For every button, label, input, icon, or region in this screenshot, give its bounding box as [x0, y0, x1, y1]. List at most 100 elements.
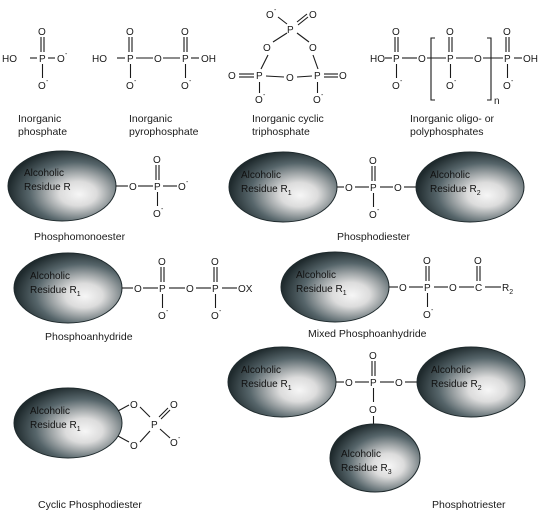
atom-p: P: [287, 25, 294, 36]
charge: -: [263, 92, 266, 99]
atom-o: O: [158, 311, 166, 322]
charge: -: [189, 78, 192, 85]
charge: -: [46, 78, 49, 85]
blob-line: Alcoholic: [431, 365, 471, 376]
blob-line: Alcoholic: [341, 449, 381, 460]
label-mixed-phosphoanhydride: Mixed Phosphoanhydride: [308, 328, 427, 340]
atom-o: O: [392, 27, 400, 38]
atom-o: O: [130, 400, 138, 411]
atom-ho: HO: [92, 54, 107, 65]
atom-p: P: [212, 284, 219, 295]
atom-o: O: [153, 209, 161, 220]
atom-o: O: [474, 54, 482, 65]
atom-p: P: [39, 54, 46, 65]
charge: -: [166, 308, 169, 315]
atom-o: O: [369, 351, 377, 362]
atom-o: O: [345, 183, 353, 194]
label-polyphosphates: Inorganic oligo- or: [410, 113, 495, 125]
atom-o: O: [38, 81, 46, 92]
charge: -: [65, 51, 68, 58]
atom-p: P: [447, 54, 454, 65]
charge: -: [161, 206, 164, 213]
inorganic-cyclic-triphosphate-structure: O - P O O O P O P O O O - O -: [228, 7, 347, 106]
atom-o: O: [309, 10, 317, 21]
atom-o: O: [395, 378, 403, 389]
atom-o: O: [255, 95, 263, 106]
atom-oh: OH: [523, 54, 538, 65]
atom-o: O: [57, 54, 65, 65]
r2-group: R2: [502, 283, 513, 296]
atom-ho: HO: [2, 54, 17, 65]
bracket-right: [487, 37, 492, 101]
alcoholic-residue-blob: [329, 423, 421, 493]
atom-o: O: [399, 283, 407, 294]
atom-o: O: [130, 441, 138, 452]
atom-o: O: [211, 257, 219, 268]
atom-p: P: [504, 54, 511, 65]
atom-o: O: [392, 81, 400, 92]
blob-line: Alcoholic: [430, 170, 470, 181]
atom-o: O: [170, 438, 178, 449]
label-cyclic-phosphodiester: Cyclic Phosphodiester: [38, 499, 142, 511]
atom-o: O: [186, 284, 194, 295]
blob-residue-label: Residue R1: [30, 285, 81, 298]
atom-o: O: [158, 257, 166, 268]
label-phosphoanhydride: Phosphoanhydride: [45, 331, 133, 343]
atom-o: O: [211, 311, 219, 322]
inorganic-phosphate-structure: HO P O O - O -: [2, 27, 68, 92]
atom-o: O: [345, 378, 353, 389]
charge: -: [134, 78, 137, 85]
cyclic-phosphodiester-structure: Alcoholic Residue R1 O O P O O -: [13, 387, 181, 459]
atom-p: P: [154, 182, 161, 193]
blob-residue-label: Residue R1: [241, 379, 292, 392]
atom-o: O: [309, 43, 317, 54]
blob-line: Alcoholic: [30, 406, 70, 417]
atom-p: P: [393, 54, 400, 65]
charge: -: [321, 92, 324, 99]
atom-p: P: [182, 54, 189, 65]
atom-o: O: [126, 81, 134, 92]
atom-p: P: [370, 378, 377, 389]
atom-o: O: [181, 27, 189, 38]
label-inorganic-cyclic-triphosphate: Inorganic cyclic: [252, 113, 324, 125]
label-inorganic-cyclic-triphosphate: triphosphate: [252, 126, 310, 138]
atom-o: O: [449, 283, 457, 294]
atom-p: P: [151, 420, 158, 431]
atom-o: O: [423, 256, 431, 267]
phosphotriester-structure: Alcoholic Residue R1 O P O O Alcoholic R…: [227, 346, 526, 493]
blob-line: Alcoholic: [30, 271, 70, 282]
atom-p: P: [256, 71, 263, 82]
blob-residue-label: Residue R3: [341, 463, 392, 476]
label-inorganic-phosphate: phosphate: [18, 126, 67, 138]
atom-o: O: [129, 182, 137, 193]
atom-p: P: [314, 71, 321, 82]
alcoholic-residue-blob: [415, 151, 525, 223]
atom-ho: HO: [370, 54, 385, 65]
atom-p: P: [127, 54, 134, 65]
label-phosphomonoester: Phosphomonoester: [34, 231, 126, 243]
label-inorganic-pyrophosphate: Inorganic: [129, 113, 172, 125]
blob-line: Alcoholic: [241, 170, 281, 181]
atom-p: P: [370, 183, 377, 194]
charge: -: [377, 207, 380, 214]
blob-residue-label: Residue R: [24, 182, 71, 193]
label-inorganic-pyrophosphate: pyrophosphate: [129, 126, 199, 138]
atom-o: O: [154, 54, 162, 65]
charge: -: [431, 307, 434, 314]
atom-o: O: [178, 182, 186, 193]
blob-line: Alcoholic: [24, 168, 64, 179]
atom-o: O: [38, 27, 46, 38]
charge: -: [400, 78, 403, 85]
atom-o: O: [369, 405, 377, 416]
blob-line: Alcoholic: [241, 365, 281, 376]
atom-o: O: [369, 156, 377, 167]
phosphomonoester-structure: Alcoholic Residue R O P O O - O -: [7, 150, 189, 222]
blob-residue-label: Residue R1: [241, 184, 292, 197]
atom-o: O: [339, 71, 347, 82]
alcoholic-residue-blob: [416, 346, 526, 418]
blob-residue-label: Residue R1: [296, 284, 347, 297]
blob-line: Alcoholic: [296, 270, 336, 281]
atom-o: O: [286, 73, 294, 84]
